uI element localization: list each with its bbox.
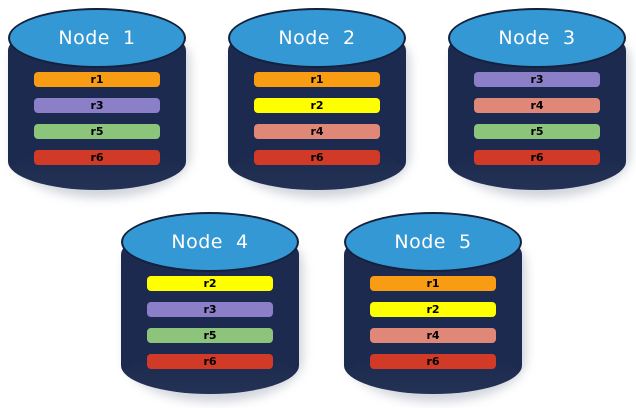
node-label: Node 5 [394, 231, 472, 253]
replica-bar: r3 [474, 72, 600, 87]
cylinder-top-ellipse [344, 212, 522, 272]
replica-bar: r1 [254, 72, 380, 87]
replica-bar: r2 [147, 276, 273, 291]
replica-bar: r5 [147, 328, 273, 343]
node-label: Node 2 [278, 27, 356, 49]
replica-bar: r6 [34, 150, 160, 165]
database-node-4: Node 4 r2 r3 r5 r6 [121, 212, 303, 402]
replica-list: r1 r2 r4 r6 [254, 72, 380, 165]
database-node-1: Node 1 r1 r3 r5 r6 [8, 8, 190, 198]
node-label: Node 1 [58, 27, 136, 49]
replica-bar: r6 [147, 354, 273, 369]
replica-bar: r6 [370, 354, 496, 369]
replica-bar: r3 [147, 302, 273, 317]
replica-bar: r2 [370, 302, 496, 317]
database-node-5: Node 5 r1 r2 r4 r6 [344, 212, 526, 402]
replica-bar: r2 [254, 98, 380, 113]
replica-bar: r1 [370, 276, 496, 291]
replica-bar: r3 [34, 98, 160, 113]
node-label: Node 3 [498, 27, 576, 49]
replica-list: r3 r4 r5 r6 [474, 72, 600, 165]
cylinder-top-ellipse [228, 8, 406, 68]
cylinder-top-ellipse [8, 8, 186, 68]
database-node-3: Node 3 r3 r4 r5 r6 [448, 8, 630, 198]
node-label: Node 4 [171, 231, 249, 253]
replica-list: r2 r3 r5 r6 [147, 276, 273, 369]
replica-bar: r4 [254, 124, 380, 139]
replica-bar: r5 [474, 124, 600, 139]
replica-bar: r6 [474, 150, 600, 165]
cylinder-top-ellipse [121, 212, 299, 272]
replica-bar: r6 [254, 150, 380, 165]
replica-list: r1 r2 r4 r6 [370, 276, 496, 369]
replica-bar: r5 [34, 124, 160, 139]
replica-list: r1 r3 r5 r6 [34, 72, 160, 165]
cylinder-top-ellipse [448, 8, 626, 68]
database-node-2: Node 2 r1 r2 r4 r6 [228, 8, 410, 198]
replica-bar: r4 [370, 328, 496, 343]
replica-bar: r4 [474, 98, 600, 113]
replica-bar: r1 [34, 72, 160, 87]
